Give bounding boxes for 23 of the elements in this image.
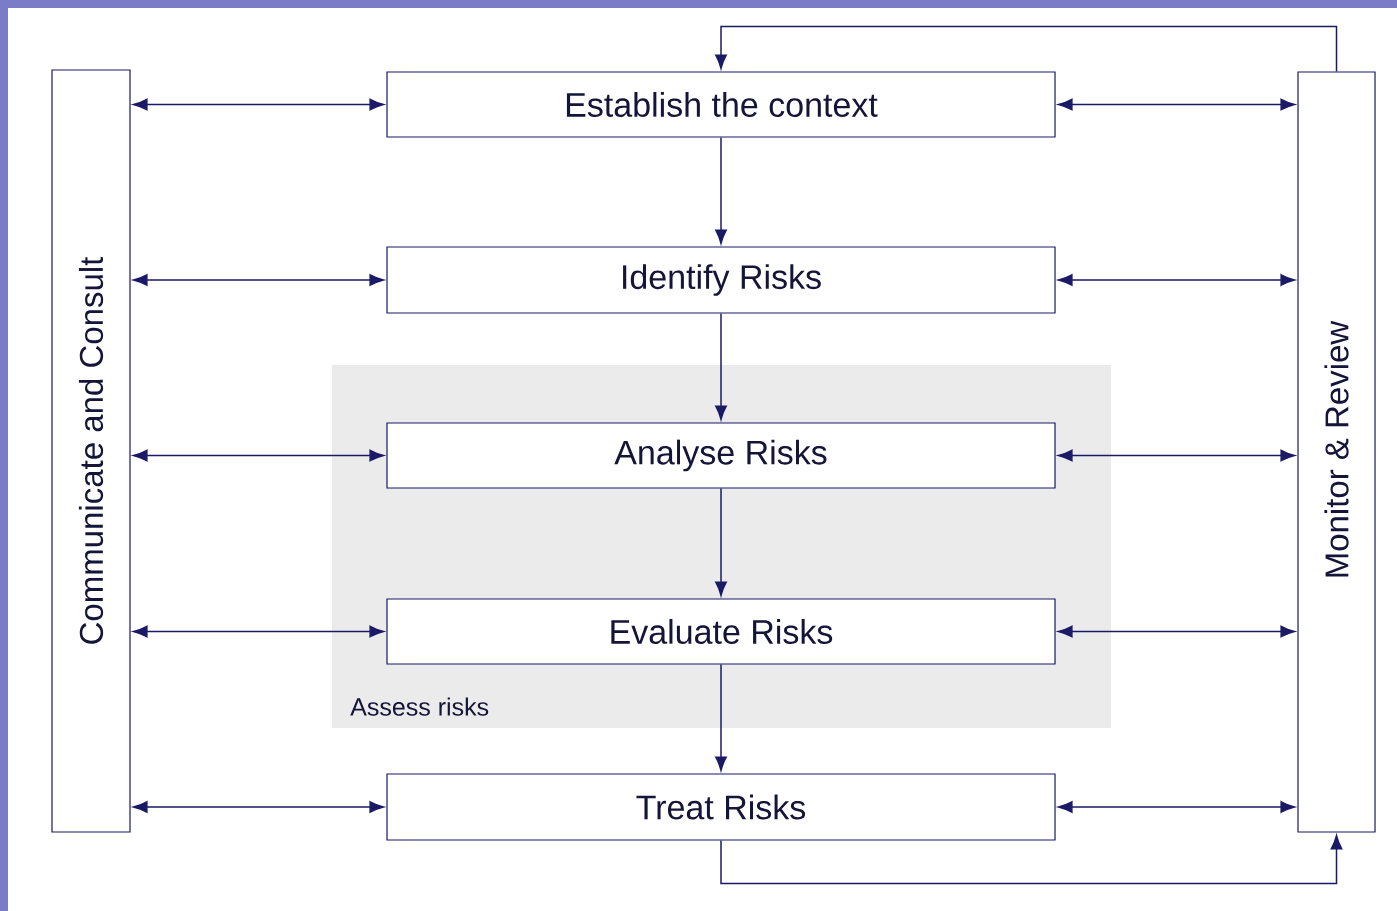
side-bar: Monitor & Review bbox=[1297, 71, 1376, 833]
arrow bbox=[132, 625, 385, 638]
arrow bbox=[1057, 449, 1296, 462]
process-box: Evaluate Risks bbox=[386, 598, 1056, 665]
arrow bbox=[1057, 625, 1296, 638]
arrow bbox=[132, 98, 385, 111]
side-bar: Communicate and Consult bbox=[51, 69, 131, 833]
arrow bbox=[1057, 801, 1296, 813]
arrow bbox=[715, 136, 727, 245]
arrow bbox=[715, 25, 1338, 73]
process-box: Treat Risks bbox=[386, 773, 1056, 841]
arrow bbox=[715, 663, 727, 772]
arrow bbox=[1057, 274, 1296, 286]
process-box: Establish the context bbox=[386, 71, 1056, 138]
arrow bbox=[132, 801, 385, 813]
arrow bbox=[715, 487, 727, 597]
arrow bbox=[1057, 98, 1296, 111]
arrow bbox=[132, 449, 385, 462]
arrow bbox=[132, 274, 385, 286]
process-box: Identify Risks bbox=[386, 246, 1056, 314]
process-box: Analyse Risks bbox=[386, 422, 1056, 489]
arrow bbox=[720, 834, 1343, 885]
arrow bbox=[715, 312, 727, 421]
